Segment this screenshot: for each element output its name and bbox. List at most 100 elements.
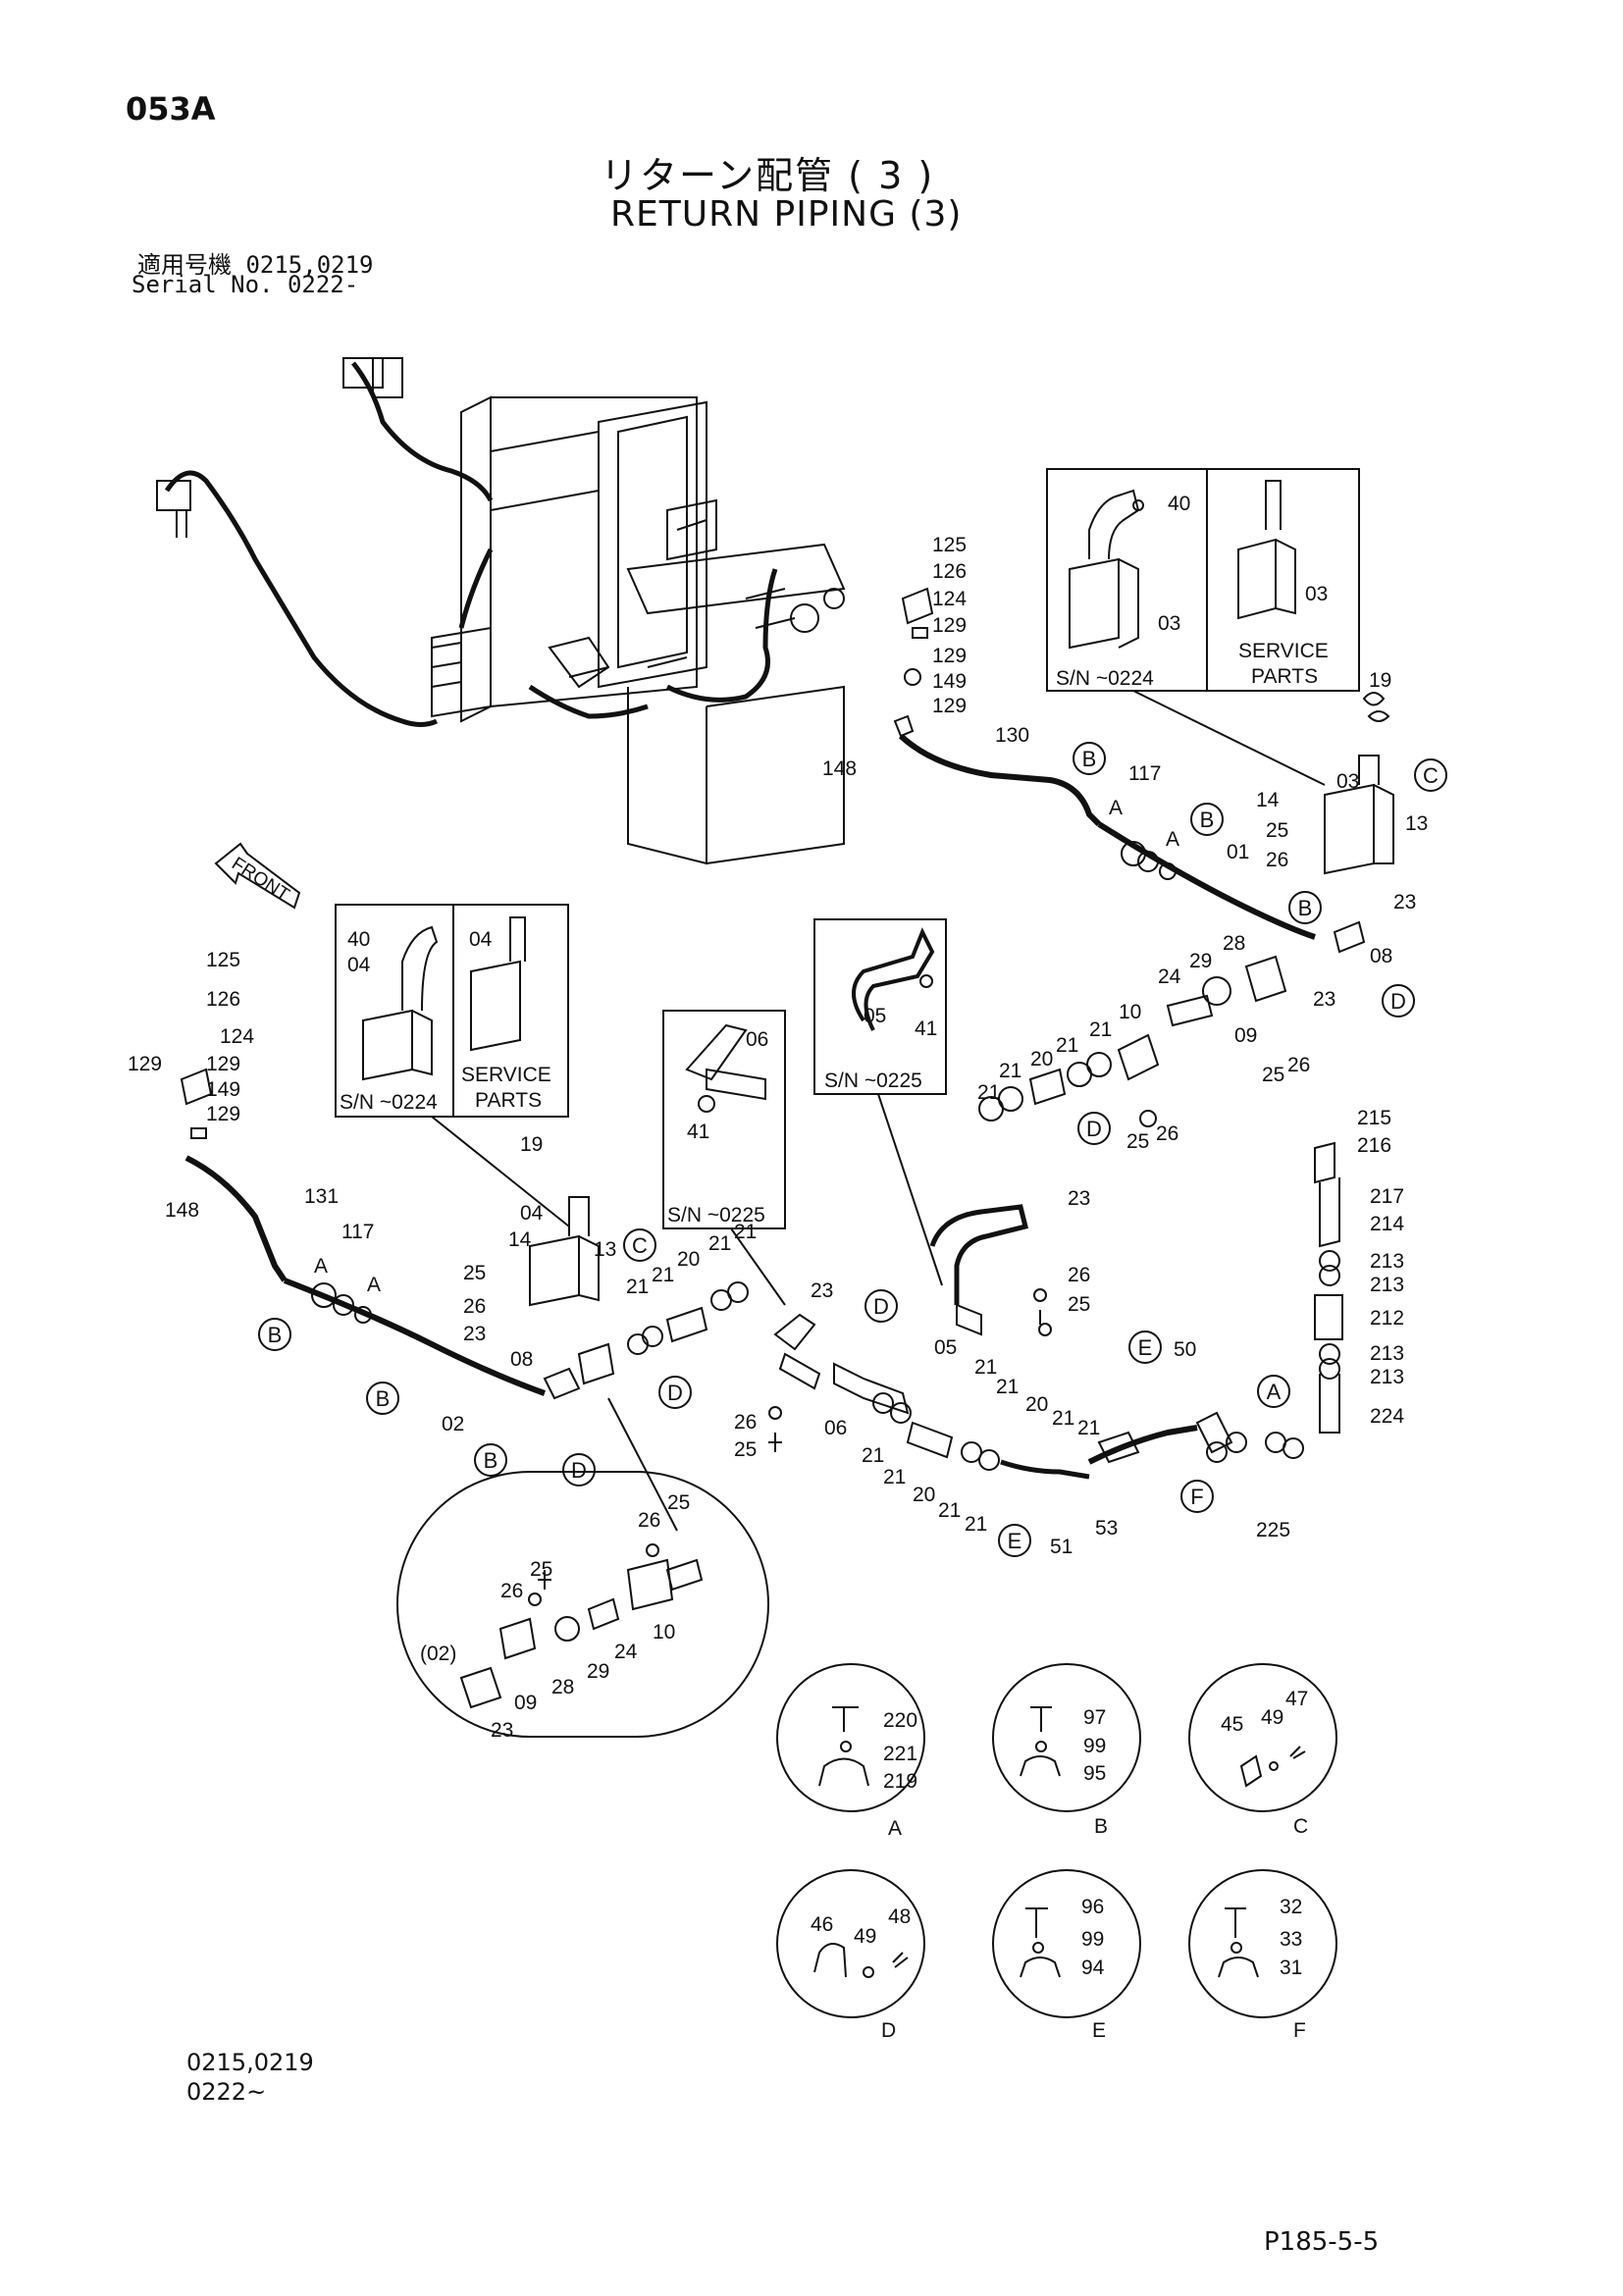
inset-tr-label-03b: 03 bbox=[1305, 583, 1328, 605]
part-label: 32 bbox=[1280, 1896, 1302, 1918]
part-label: 25 bbox=[667, 1491, 690, 1514]
part-label: 24 bbox=[614, 1641, 638, 1663]
part-label: 09 bbox=[1234, 1024, 1257, 1047]
detail-letter-a: A bbox=[888, 1817, 902, 1840]
part-label: 25 bbox=[1068, 1293, 1090, 1316]
part-label: 99 bbox=[1081, 1928, 1104, 1951]
part-label: 21 bbox=[996, 1376, 1019, 1398]
part-label: 124 bbox=[932, 588, 967, 610]
part-label: 10 bbox=[1119, 1001, 1141, 1023]
page-title-japanese: リターン配管 ( 3 ) bbox=[601, 154, 935, 197]
part-label: 19 bbox=[1369, 669, 1391, 692]
part-label: 129 bbox=[128, 1053, 162, 1075]
part-label: 20 bbox=[1025, 1393, 1048, 1416]
detail-letter-b: B bbox=[1094, 1815, 1108, 1838]
part-label: 26 bbox=[638, 1509, 660, 1532]
top-right-part-labels: 125 126 124 129 129 149 129 148 130 117 … bbox=[822, 534, 1428, 1153]
part-label: 49 bbox=[1261, 1706, 1283, 1729]
inset-l-label-04b: 04 bbox=[469, 928, 493, 951]
part-label: 216 bbox=[1357, 1134, 1391, 1157]
part-label: 33 bbox=[1280, 1928, 1302, 1951]
part-label: 20 bbox=[1030, 1048, 1053, 1070]
part-label: 26 bbox=[1287, 1054, 1310, 1076]
part-label: 26 bbox=[463, 1295, 486, 1318]
part-label: 13 bbox=[594, 1238, 616, 1261]
part-label: A bbox=[314, 1255, 328, 1278]
front-arrow-label: FRONT bbox=[228, 854, 293, 906]
center-piping bbox=[768, 1141, 1343, 1480]
part-label: 221 bbox=[883, 1743, 917, 1765]
part-label: 03 bbox=[1336, 770, 1359, 793]
part-label: 21 bbox=[1089, 1018, 1112, 1041]
inset-l-service-1: SERVICE bbox=[461, 1064, 551, 1086]
part-label: 14 bbox=[508, 1228, 532, 1251]
part-label: 97 bbox=[1083, 1706, 1106, 1729]
part-label: 21 bbox=[1077, 1417, 1100, 1439]
part-label: 19 bbox=[520, 1133, 543, 1156]
page-title: RETURN PIPING (3) bbox=[610, 194, 963, 235]
part-label: 117 bbox=[341, 1221, 374, 1243]
inset-tr-label-03a: 03 bbox=[1158, 612, 1180, 635]
page-reference: P185-5-5 bbox=[1264, 2227, 1380, 2257]
inset-r-sn: S/N ~0225 bbox=[824, 1070, 922, 1092]
callout-d: D bbox=[571, 1458, 587, 1483]
left-part-labels: 125 126 124 129 129 149 129 148 131 117 … bbox=[128, 949, 757, 1435]
part-label: 99 bbox=[1083, 1735, 1106, 1757]
part-label: 08 bbox=[1370, 945, 1392, 967]
callout-b: B bbox=[484, 1448, 498, 1473]
inset-tr-label-40: 40 bbox=[1168, 493, 1190, 515]
part-label: 21 bbox=[977, 1081, 1000, 1104]
inset-tr-service-1: SERVICE bbox=[1238, 640, 1329, 662]
part-label: 148 bbox=[822, 757, 857, 780]
inset-r-label-05: 05 bbox=[864, 1005, 886, 1027]
part-label: 224 bbox=[1370, 1405, 1404, 1428]
part-label: 25 bbox=[530, 1558, 552, 1581]
callout-b: B bbox=[268, 1323, 283, 1347]
detail-circle-shapes bbox=[776, 1663, 1337, 2018]
part-label: 28 bbox=[1223, 932, 1245, 955]
part-label: 95 bbox=[1083, 1762, 1106, 1785]
part-label: 05 bbox=[934, 1336, 957, 1359]
part-label: 20 bbox=[913, 1484, 935, 1506]
footer-applies-line-1: 0215,0219 bbox=[186, 2049, 314, 2076]
part-label: 08 bbox=[510, 1348, 533, 1371]
part-label: 220 bbox=[883, 1709, 917, 1732]
part-label: 129 bbox=[932, 645, 967, 667]
part-label: 213 bbox=[1370, 1274, 1404, 1296]
serial-label-japanese: 適用号機 0215,0219 bbox=[137, 251, 374, 279]
part-label: 21 bbox=[1052, 1407, 1074, 1430]
part-label: 23 bbox=[1068, 1187, 1090, 1210]
callout-b: B bbox=[1082, 747, 1097, 771]
part-label: (02) bbox=[420, 1643, 456, 1665]
inset-mid-label-06: 06 bbox=[746, 1028, 768, 1051]
part-label: 25 bbox=[1126, 1130, 1149, 1153]
callout-d: D bbox=[1390, 989, 1406, 1014]
detail-oval-labels: (02) 23 09 28 29 24 10 26 25 26 25 bbox=[420, 1491, 690, 1742]
part-label: 125 bbox=[206, 949, 240, 971]
part-label: 96 bbox=[1081, 1896, 1104, 1918]
part-label: 21 bbox=[734, 1221, 757, 1243]
part-label: 20 bbox=[677, 1248, 700, 1271]
page-code: 053A bbox=[126, 90, 216, 128]
callout-d: D bbox=[667, 1381, 683, 1405]
part-label: 149 bbox=[932, 670, 967, 693]
inset-right bbox=[813, 918, 947, 1095]
part-label: 49 bbox=[854, 1925, 876, 1948]
part-label: A bbox=[1166, 828, 1179, 851]
part-label: 129 bbox=[206, 1103, 240, 1125]
detail-letter-f: F bbox=[1293, 2019, 1306, 2042]
part-label: 01 bbox=[1227, 841, 1249, 863]
part-label: 51 bbox=[1050, 1536, 1073, 1558]
callout-d: D bbox=[873, 1294, 889, 1319]
callout-b: B bbox=[1200, 808, 1215, 832]
part-label: 94 bbox=[1081, 1957, 1105, 1979]
part-label: 129 bbox=[932, 614, 967, 637]
part-label: 21 bbox=[965, 1513, 987, 1536]
callout-b: B bbox=[1298, 896, 1313, 920]
part-label: 50 bbox=[1174, 1338, 1196, 1361]
part-label: 213 bbox=[1370, 1250, 1404, 1273]
part-label: 124 bbox=[220, 1025, 254, 1048]
detail-oval bbox=[396, 1471, 769, 1738]
part-label: 149 bbox=[206, 1078, 240, 1101]
